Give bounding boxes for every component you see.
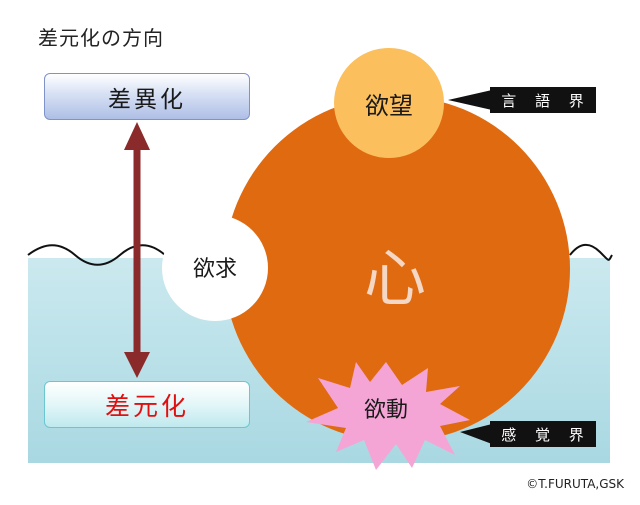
language-realm-pointer xyxy=(448,90,492,110)
desire-label: 欲望 xyxy=(365,91,413,120)
heart-label: 心 xyxy=(363,242,426,315)
desire-circle xyxy=(334,48,444,158)
sense-realm-tag: 感 覚 界 xyxy=(490,421,596,447)
sense-realm-pointer xyxy=(460,424,492,444)
need-circle xyxy=(162,215,268,321)
copyright-text: ©T.FURUTA,GSK xyxy=(526,477,624,491)
differentiation-box: 差異化 xyxy=(44,73,250,120)
drive-burst xyxy=(306,362,470,470)
drive-label: 欲動 xyxy=(363,398,408,423)
dimension-shift-box: 差元化 xyxy=(44,381,250,428)
language-realm-tag: 言 語 界 xyxy=(490,87,596,113)
heart-circle xyxy=(224,96,570,442)
need-label: 欲求 xyxy=(192,257,237,282)
arrow-head-down xyxy=(124,352,150,378)
diagram-title: 差元化の方向 xyxy=(38,26,164,50)
arrow-head-up xyxy=(124,122,150,150)
